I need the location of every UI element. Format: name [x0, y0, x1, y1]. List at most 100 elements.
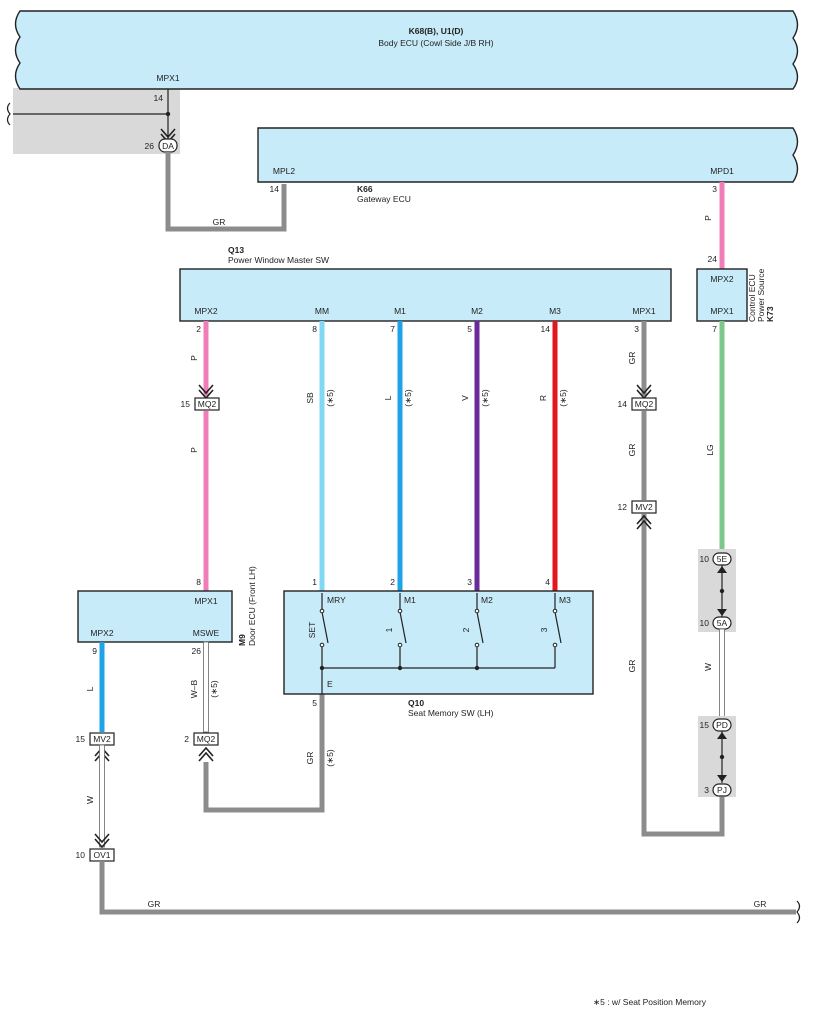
wire-v-label: V [460, 395, 470, 401]
pw-term-mm: MM [315, 306, 329, 316]
conn-mv2-left-label: MV2 [93, 734, 111, 744]
pw-pin-3: 3 [634, 324, 639, 334]
pw-term-m3: M3 [549, 306, 561, 316]
seat-mem-junctions [319, 665, 480, 671]
conn-mv2-right-label: MV2 [635, 502, 653, 512]
wire-gr-da-gateway [165, 152, 287, 232]
conn-ov1-label: OV1 [93, 850, 110, 860]
pw-pin-7: 7 [390, 324, 395, 334]
footnote: ∗5 : w/ Seat Position Memory [593, 997, 707, 1007]
wire-r-label: R [538, 395, 548, 401]
door-ecu-box [77, 590, 233, 643]
wire-gr-bottom-left-label: GR [148, 899, 161, 909]
arrow-ov1 [94, 833, 110, 849]
wire-gr-seat-note: (∗5) [325, 749, 335, 767]
wire-gr-right-label-3: GR [627, 660, 637, 673]
psc-mpx1-pin: 7 [712, 324, 717, 334]
pw-term-m2: M2 [471, 306, 483, 316]
pw-term-mpx1: MPX1 [632, 306, 655, 316]
seat-mem-term-mry: MRY [327, 595, 346, 605]
seat-mem-pin-2: 2 [390, 577, 395, 587]
conn-mq2-left-label: MQ2 [198, 399, 217, 409]
pw-master-box [179, 268, 672, 322]
seat-switch-set: SET [307, 622, 317, 639]
body-ecu-code: K68(B), U1(D) [409, 26, 464, 36]
conn-ov1-pin: 10 [76, 850, 86, 860]
door-ecu-mswe: MSWE [193, 628, 220, 638]
arrow-mv2-right [636, 514, 652, 530]
wire-r-note: (∗5) [558, 389, 568, 407]
arrow-mq2-lower [198, 746, 214, 762]
wire-v-note: (∗5) [480, 389, 490, 407]
seat-switch-3: 3 [539, 627, 549, 632]
seat-mem-code: Q10 [408, 698, 424, 708]
joint-pd-pj-dot [719, 754, 725, 760]
psc-name2: Control ECU [747, 274, 757, 322]
wire-gr-label: GR [213, 217, 226, 227]
joint-5e-5a-dot [719, 588, 725, 594]
conn-mq2-left [194, 397, 220, 411]
wire-wb-note: (∗5) [209, 680, 219, 698]
pw-pin-5: 5 [467, 324, 472, 334]
body-ecu-pin: 14 [154, 93, 164, 103]
wire-w-right [719, 628, 725, 720]
pw-term-mpx2: MPX2 [194, 306, 217, 316]
seat-mem-e: E [327, 679, 333, 689]
gateway-mpd1-pin: 3 [712, 184, 717, 194]
body-ecu-name: Body ECU (Cowl Side J/B RH) [378, 38, 493, 48]
door-ecu-mswe-pin: 26 [192, 646, 202, 656]
conn-mv2-right-pin: 12 [618, 502, 628, 512]
seat-mem-pin-4: 4 [545, 577, 550, 587]
conn-5e-pin: 10 [700, 554, 710, 564]
psc-name1: Power Source [756, 268, 766, 322]
body-ecu-box [14, 10, 799, 90]
conn-mq2-right-pin: 14 [618, 399, 628, 409]
door-ecu-mpx1: MPX1 [194, 596, 217, 606]
seat-mem-box [283, 590, 594, 695]
wire-gr-right-label-2: GR [627, 444, 637, 457]
pw-pin-14: 14 [541, 324, 551, 334]
psc-mpx2: MPX2 [710, 274, 733, 284]
seat-mem-circuit [321, 593, 562, 694]
conn-pj-pin: 3 [704, 785, 709, 795]
wire-gr-seat-label: GR [305, 752, 315, 765]
seat-switch-1: 1 [384, 627, 394, 632]
wire-w-left [99, 744, 105, 848]
conn-da-pin: 26 [145, 141, 155, 151]
conn-mv2-right [631, 500, 657, 514]
pw-pin-2: 2 [196, 324, 201, 334]
seat-switch-2: 2 [461, 627, 471, 632]
seat-mem-term-m1: M1 [404, 595, 416, 605]
wire-p-gateway-label: P [703, 215, 713, 221]
conn-mq2-left-pin: 15 [181, 399, 191, 409]
door-ecu-mpx2-pin: 9 [92, 646, 97, 656]
gateway-mpd1: MPD1 [710, 166, 734, 176]
seat-mem-contacts [319, 608, 558, 648]
wire-sb-note: (∗5) [325, 389, 335, 407]
conn-da-label: DA [162, 141, 174, 151]
wire-p-label-2: P [189, 447, 199, 453]
wire-wb [203, 641, 209, 733]
wire-w-left-label: W [85, 796, 95, 804]
pw-pin-8: 8 [312, 324, 317, 334]
body-ecu-shade [13, 88, 180, 154]
wire-l-door-label: L [85, 686, 95, 691]
gateway-code: K66 [357, 184, 373, 194]
gateway-ecu-box [257, 127, 799, 183]
seat-mem-pin-1: 1 [312, 577, 317, 587]
gateway-name: Gateway ECU [357, 194, 411, 204]
conn-mq2-right-label: MQ2 [635, 399, 654, 409]
psc-mpx2-pin: 24 [708, 254, 718, 264]
door-ecu-name: Door ECU (Front LH) [247, 566, 257, 646]
conn-5e-label: 5E [717, 554, 728, 564]
seat-mem-e-pin: 5 [312, 698, 317, 708]
conn-pd-label: PD [716, 720, 728, 730]
wire-lg-label: LG [705, 444, 715, 455]
pw-master-name: Power Window Master SW [228, 255, 329, 265]
conn-5a-label: 5A [717, 618, 728, 628]
pw-master-code: Q13 [228, 245, 244, 255]
pw-term-m1: M1 [394, 306, 406, 316]
wire-gr-bottom [99, 861, 796, 915]
conn-5a-pin: 10 [700, 618, 710, 628]
wire-l-label: L [383, 395, 393, 400]
